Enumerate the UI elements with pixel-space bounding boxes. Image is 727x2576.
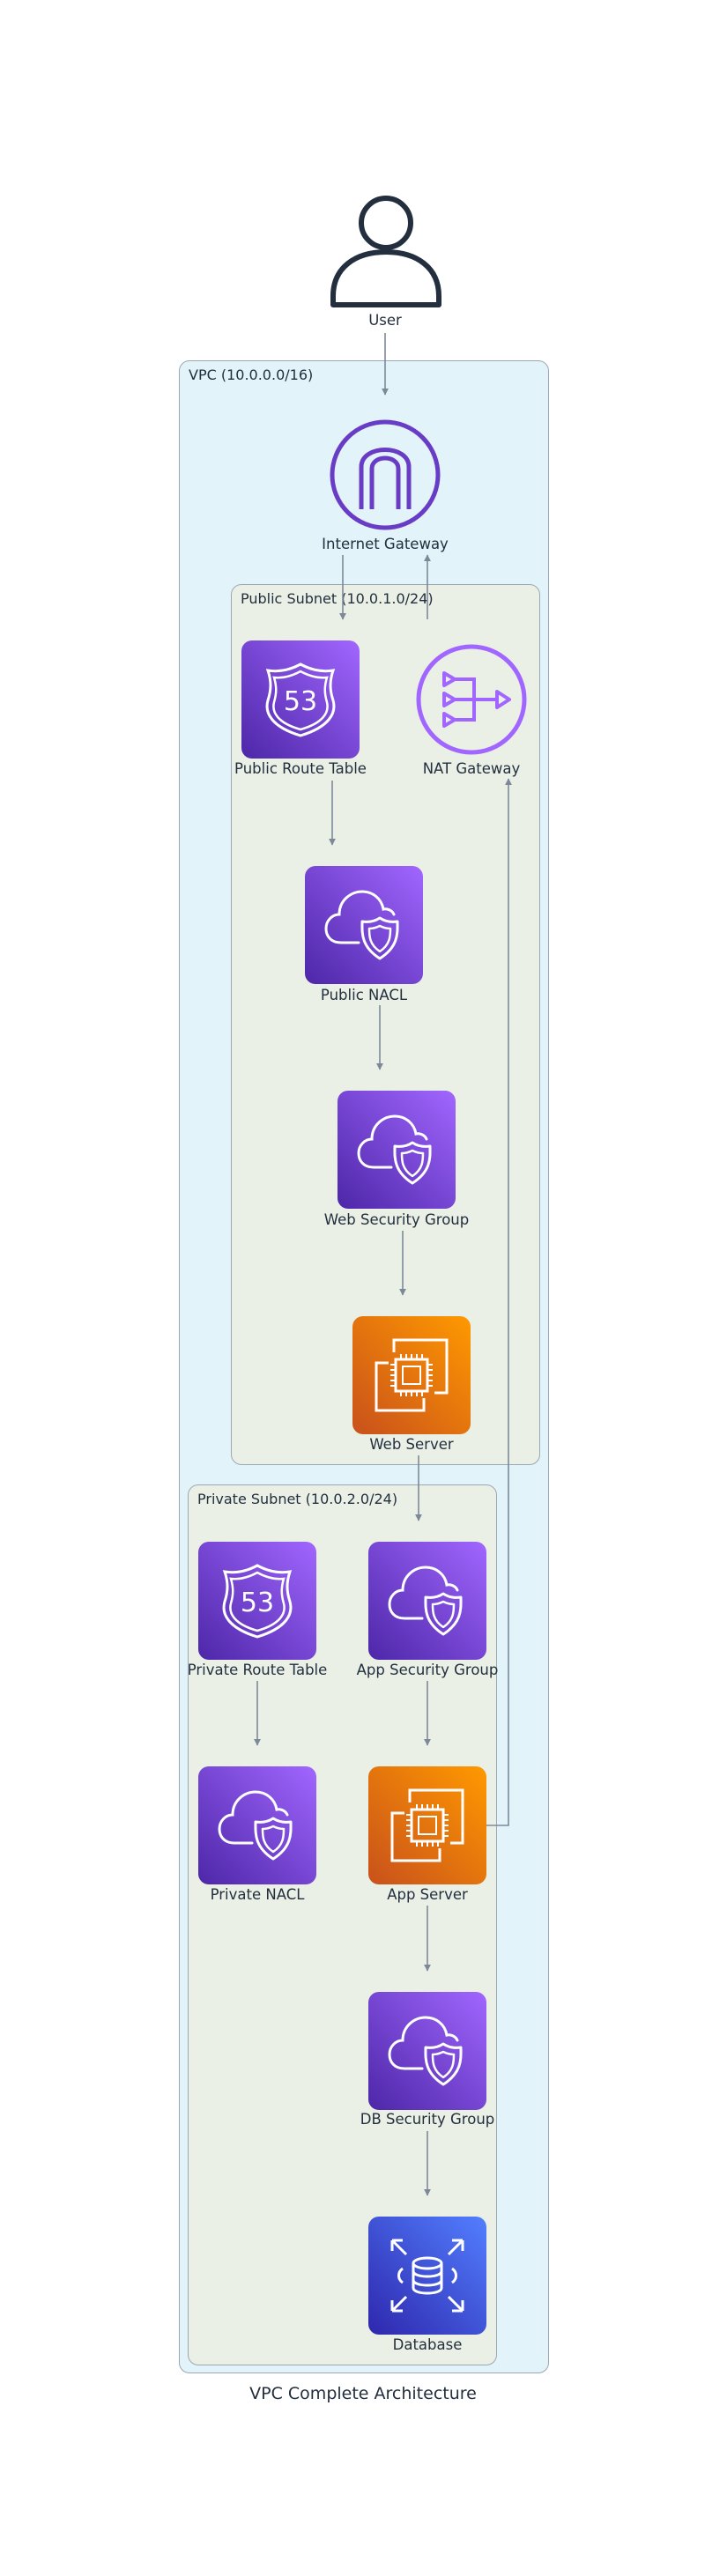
route53-shield-icon: 53 [222, 1564, 293, 1639]
user-icon [330, 196, 441, 307]
diagram-title: VPC Complete Architecture [249, 2384, 477, 2403]
private-subnet-label: Private Subnet (10.0.2.0/24) [197, 1491, 398, 1507]
private-nacl-label: Private NACL [210, 1886, 305, 1903]
public-nacl-label: Public NACL [320, 987, 408, 1003]
internet-gateway-label: Internet Gateway [322, 536, 449, 552]
public-route-table-label: Public Route Table [234, 760, 367, 777]
private-route-table-node[interactable]: 53 [198, 1542, 316, 1660]
web-security-group-label: Web Security Group [323, 1211, 470, 1228]
route-table-badge: 53 [241, 1588, 274, 1618]
app-security-group-label: App Security Group [356, 1662, 499, 1678]
nat-gateway-node[interactable] [414, 642, 529, 757]
vpc-label: VPC (10.0.0.0/16) [189, 366, 314, 383]
db-security-group-label: DB Security Group [360, 2111, 495, 2128]
user-node[interactable] [329, 194, 443, 308]
app-server-node[interactable] [368, 1766, 486, 1884]
database-label: Database [392, 2336, 463, 2353]
nat-gateway-icon [416, 644, 527, 755]
public-route-table-node[interactable]: 53 [241, 640, 360, 759]
cloud-shield-icon [357, 1114, 432, 1185]
ec2-chip-icon [390, 1788, 464, 1862]
private-route-table-label: Private Route Table [187, 1662, 328, 1678]
internet-gateway-icon [330, 419, 441, 530]
route-table-badge: 53 [284, 686, 317, 717]
cloud-shield-icon [324, 890, 399, 960]
internet-gateway-node[interactable] [328, 418, 442, 532]
route53-shield-icon: 53 [265, 663, 336, 737]
app-server-label: App Server [387, 1886, 468, 1903]
web-server-node[interactable] [352, 1316, 471, 1434]
database-icon [390, 2239, 464, 2313]
cloud-shield-icon [388, 1566, 463, 1636]
app-security-group-node[interactable] [368, 1542, 486, 1660]
nat-gateway-label: NAT Gateway [422, 760, 521, 777]
database-node[interactable] [368, 2217, 486, 2335]
web-server-label: Web Server [369, 1436, 454, 1453]
private-nacl-node[interactable] [198, 1766, 316, 1884]
user-label: User [368, 312, 402, 329]
public-nacl-node[interactable] [305, 866, 423, 984]
web-security-group-node[interactable] [338, 1091, 456, 1209]
cloud-shield-icon [218, 1790, 293, 1861]
ec2-chip-icon [375, 1338, 449, 1412]
edge-app-server-to-nat-gateway [486, 778, 512, 1826]
cloud-shield-icon [388, 2016, 463, 2086]
db-security-group-node[interactable] [368, 1992, 486, 2110]
public-subnet-label: Public Subnet (10.0.1.0/24) [241, 590, 434, 607]
